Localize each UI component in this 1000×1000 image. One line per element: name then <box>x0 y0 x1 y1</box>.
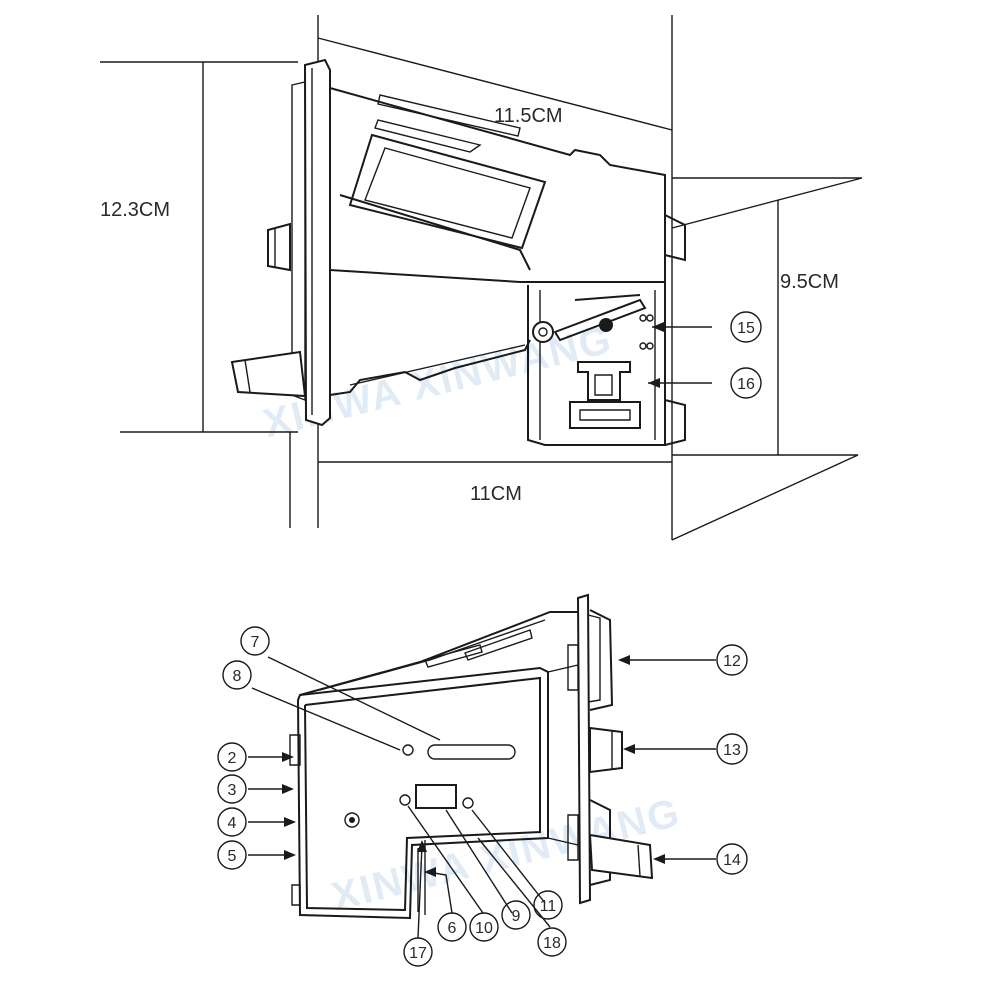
callout-2: 2 <box>217 742 247 772</box>
svg-text:14: 14 <box>723 852 741 869</box>
callout-5: 5 <box>217 840 247 870</box>
callout-10: 10 <box>469 912 499 942</box>
callout-4: 4 <box>217 807 247 837</box>
callout-14: 14 <box>716 843 748 875</box>
bottom-view-drawing <box>248 593 716 939</box>
svg-text:7: 7 <box>251 634 260 651</box>
svg-text:5: 5 <box>228 848 237 865</box>
svg-text:4: 4 <box>228 815 237 832</box>
svg-text:3: 3 <box>228 782 237 799</box>
svg-text:18: 18 <box>543 935 561 952</box>
callout-9: 9 <box>501 900 531 930</box>
callout-7: 7 <box>240 626 270 656</box>
callout-18: 18 <box>537 927 567 957</box>
svg-text:15: 15 <box>737 320 755 337</box>
callout-6: 6 <box>437 912 467 942</box>
top-view-drawing <box>100 15 863 541</box>
svg-text:2: 2 <box>228 750 237 767</box>
callout-13: 13 <box>716 733 748 765</box>
callout-15: 15 <box>730 311 762 343</box>
callout-16: 16 <box>730 367 762 399</box>
dimension-width-bottom: 11CM <box>470 483 522 505</box>
svg-text:9: 9 <box>512 908 521 925</box>
svg-text:12: 12 <box>723 653 741 670</box>
svg-text:16: 16 <box>737 376 755 393</box>
callout-17: 17 <box>403 937 433 967</box>
callout-12: 12 <box>716 644 748 676</box>
svg-text:10: 10 <box>475 920 493 937</box>
callout-8: 8 <box>222 660 252 690</box>
svg-text:13: 13 <box>723 742 741 759</box>
dimension-height-left: 12.3CM <box>100 199 170 221</box>
svg-text:6: 6 <box>448 920 457 937</box>
dimension-height-right: 9.5CM <box>780 271 839 293</box>
svg-text:8: 8 <box>233 668 242 685</box>
callout-3: 3 <box>217 774 247 804</box>
svg-text:17: 17 <box>409 945 427 962</box>
callout-11: 11 <box>533 890 563 920</box>
dimension-width-top: 11.5CM <box>494 105 563 127</box>
svg-text:11: 11 <box>540 898 557 915</box>
